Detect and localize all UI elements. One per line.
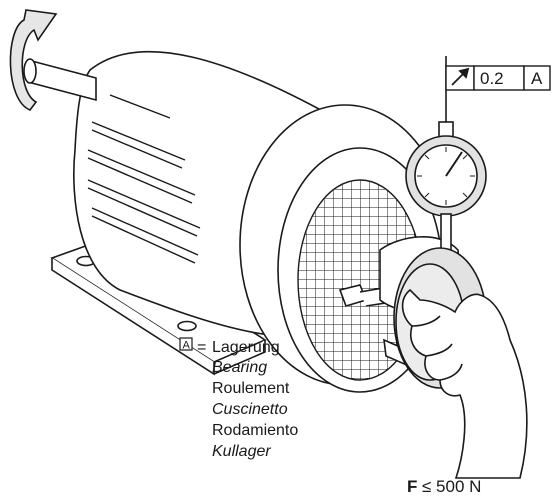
- datum-box: [179, 337, 193, 351]
- legend-equals: =: [197, 339, 206, 356]
- rotation-arrow-icon: [9, 9, 58, 111]
- force-label: F ≤ 500 N: [407, 477, 481, 496]
- datum-box-letter: A: [183, 340, 191, 352]
- datum-legend: A = Lagerung Bearing Roulement Cuscinett…: [179, 337, 298, 460]
- legend-item-1: Bearing: [212, 359, 267, 376]
- force-symbol: F: [407, 477, 417, 496]
- legend-item-4: Rodamiento: [212, 422, 298, 439]
- force-relation: ≤ 500 N: [422, 477, 481, 496]
- legend-item-2: Roulement: [212, 380, 290, 397]
- legend-item-0: Lagerung: [212, 339, 280, 356]
- tolerance-datum: A: [531, 69, 543, 88]
- legend-item-5: Kullager: [212, 443, 271, 460]
- hand-illustration: [401, 288, 528, 479]
- tolerance-value: 0.2: [480, 69, 504, 88]
- runout-arrow-icon: [451, 67, 470, 86]
- legend-item-3: Cuscinetto: [212, 401, 288, 418]
- motor-shaft: [23, 58, 97, 102]
- cooling-fins: [87, 94, 201, 264]
